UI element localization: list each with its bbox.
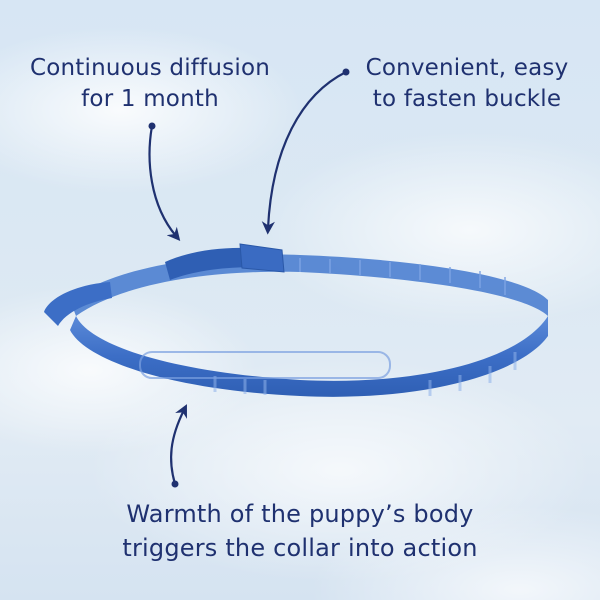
arrow-diffusion — [148, 125, 181, 242]
callout-diffusion: Continuous diffusion for 1 month — [14, 53, 286, 115]
callout-diffusion-line2: for 1 month — [81, 86, 219, 112]
callout-warmth: Warmth of the puppy’s body triggers the … — [90, 497, 510, 565]
callout-buckle-line1: Convenient, easy — [365, 55, 569, 81]
callout-diffusion-line1: Continuous diffusion — [30, 55, 270, 81]
collar-back-band — [70, 254, 548, 316]
arrow-buckle — [261, 71, 347, 235]
arrow-warmth — [170, 404, 187, 485]
callout-warmth-line1: Warmth of the puppy’s body — [126, 500, 474, 528]
arrow-warmth-dot — [171, 480, 179, 488]
arrow-buckle-dot — [342, 68, 350, 76]
callout-buckle-line2: to fasten buckle — [372, 86, 562, 112]
collar — [44, 243, 548, 397]
collar-front-band — [70, 316, 548, 397]
collar-tail — [44, 282, 112, 326]
arrow-diffusion-dot — [148, 122, 156, 130]
collar-buckle-clip — [239, 243, 285, 273]
callout-buckle: Convenient, easy to fasten buckle — [342, 53, 592, 115]
collar-ridges — [299, 258, 506, 295]
collar-embossed-panel — [139, 351, 391, 379]
callout-warmth-line2: triggers the collar into action — [122, 534, 478, 562]
